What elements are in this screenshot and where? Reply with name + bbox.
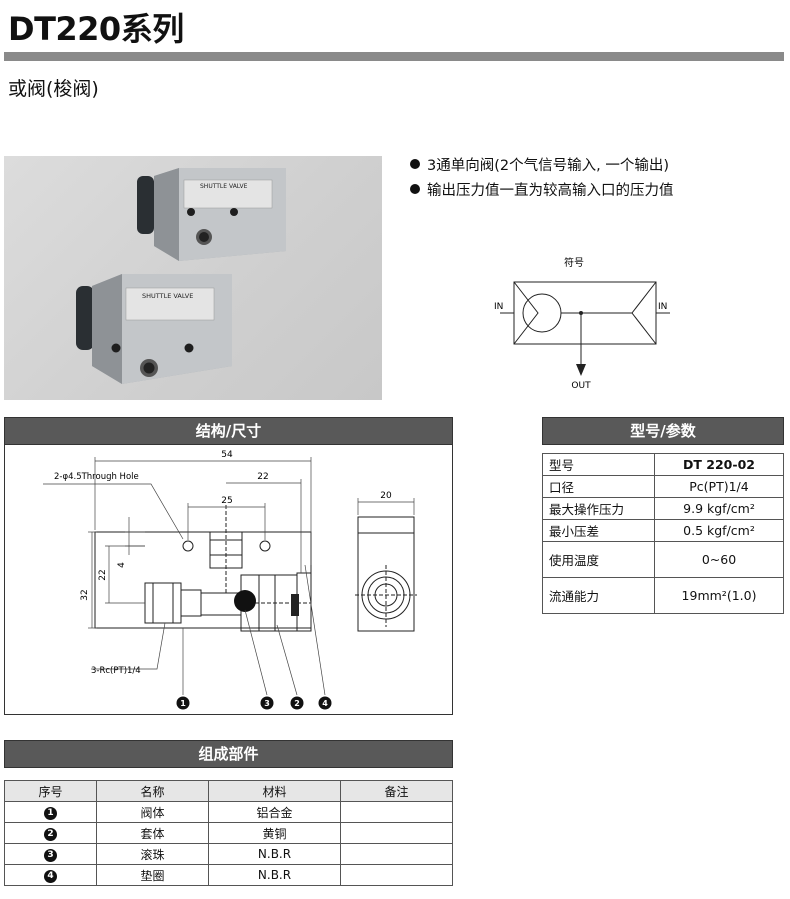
front-label-text: SHUTTLE VALVE: [142, 292, 193, 300]
svg-text:2: 2: [294, 699, 300, 708]
front-view-drawing: [94, 505, 312, 632]
table-row: 3 滚珠 N.B.R: [4, 843, 453, 865]
gasket-part-icon: [291, 594, 299, 616]
feature-item: 3通单向阀(2个气信号输入, 一个输出): [410, 154, 674, 179]
table-row: 使用温度 0~60: [542, 541, 784, 578]
parts-section-header: 组成部件: [4, 740, 453, 768]
valve-front-illustration: SHUTTLE VALVE: [76, 274, 232, 384]
page-subtitle: 或阀(梭阀): [8, 78, 99, 100]
table-row: 最大操作压力 9.9 kgf/cm²: [542, 497, 784, 520]
side-view-drawing: [355, 516, 417, 632]
table-row: 1 阀体 铝合金: [4, 801, 453, 823]
page-title: DT220系列: [8, 10, 184, 48]
symbol-in-right: IN: [658, 302, 667, 312]
part-number-badge: 2: [44, 828, 57, 841]
back-label-text: SHUTTLE VALVE: [200, 183, 248, 190]
hole-label: 2-φ4.5Through Hole: [54, 472, 139, 482]
callout-2: 2: [290, 696, 304, 710]
feature-item: 输出压力值一直为较高输入口的压力值: [410, 179, 674, 204]
dimension-drawing: 54 22 25 20 32 22 4 2-φ4.5Through Hole 3…: [4, 445, 453, 715]
table-row: 流通能力 19mm²(1.0): [542, 577, 784, 614]
valve-back-illustration: SHUTTLE VALVE: [137, 168, 286, 261]
callout-1: 1: [176, 696, 190, 710]
ball-part-icon: [234, 590, 256, 612]
table-header-row: 序号 名称 材料 备注: [4, 780, 453, 802]
svg-text:4: 4: [322, 699, 328, 708]
bullet-icon: [410, 159, 420, 169]
parts-table: 序号 名称 材料 备注 1 阀体 铝合金 2 套体 黄铜 3 滚珠 N.B.R …: [4, 780, 453, 886]
table-row: 2 套体 黄铜: [4, 822, 453, 844]
svg-text:1: 1: [180, 699, 186, 708]
dim-20: 20: [380, 491, 392, 501]
symbol-out: OUT: [571, 381, 591, 391]
spec-table: 型号 DT 220-02 口径 Pc(PT)1/4 最大操作压力 9.9 kgf…: [542, 453, 784, 614]
symbol-title: 符号: [564, 256, 584, 269]
svg-text:3: 3: [264, 699, 270, 708]
table-row: 口径 Pc(PT)1/4: [542, 475, 784, 498]
pneumatic-symbol: 符号 IN IN OUT: [480, 254, 690, 394]
part-number-badge: 4: [44, 870, 57, 883]
part-number-badge: 3: [44, 849, 57, 862]
table-row: 4 垫圈 N.B.R: [4, 864, 453, 886]
bullet-icon: [410, 184, 420, 194]
callout-3: 3: [260, 696, 274, 710]
table-row: 型号 DT 220-02: [542, 453, 784, 476]
product-photo: SHUTTLE VALVE SHUTTLE VALVE: [4, 156, 382, 400]
callout-4: 4: [318, 696, 332, 710]
dim-25: 25: [221, 496, 232, 506]
part-number-badge: 1: [44, 807, 57, 820]
dim-32: 32: [80, 589, 90, 600]
table-row: 最小压差 0.5 kgf/cm²: [542, 519, 784, 542]
feature-list: 3通单向阀(2个气信号输入, 一个输出) 输出压力值一直为较高输入口的压力值: [410, 154, 674, 204]
dim-54: 54: [221, 450, 233, 460]
drawing-section-header: 结构/尺寸: [4, 417, 453, 445]
dim-22-side: 22: [98, 569, 108, 580]
out-arrow-icon: [576, 364, 586, 376]
port-label: 3-Rc(PT)1/4: [91, 666, 141, 676]
spec-section-header: 型号/参数: [542, 417, 784, 445]
symbol-in-left: IN: [494, 302, 503, 312]
dim-22-top: 22: [257, 472, 268, 482]
dim-4: 4: [117, 562, 127, 568]
title-underline-bar: [4, 52, 784, 61]
